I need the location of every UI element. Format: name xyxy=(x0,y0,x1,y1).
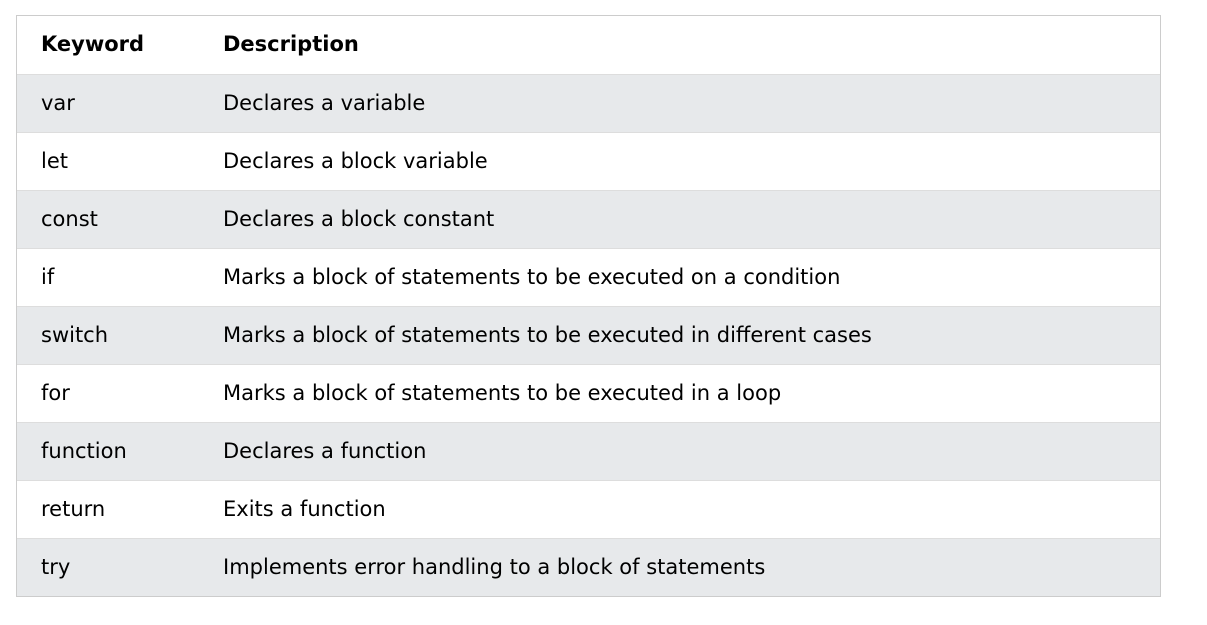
table-row: for Marks a block of statements to be ex… xyxy=(17,364,1160,422)
description-cell: Exits a function xyxy=(199,480,1160,538)
table-row: switch Marks a block of statements to be… xyxy=(17,306,1160,364)
description-cell: Declares a block variable xyxy=(199,132,1160,190)
keyword-cell: function xyxy=(17,422,199,480)
table-body: var Declares a variable let Declares a b… xyxy=(17,74,1160,596)
description-cell: Marks a block of statements to be execut… xyxy=(199,364,1160,422)
keyword-cell: let xyxy=(17,132,199,190)
table-row: try Implements error handling to a block… xyxy=(17,538,1160,596)
keyword-cell: for xyxy=(17,364,199,422)
table-row: function Declares a function xyxy=(17,422,1160,480)
keyword-cell: return xyxy=(17,480,199,538)
table-row: const Declares a block constant xyxy=(17,190,1160,248)
keyword-cell: try xyxy=(17,538,199,596)
column-header-keyword: Keyword xyxy=(17,16,199,74)
description-cell: Implements error handling to a block of … xyxy=(199,538,1160,596)
table-row: let Declares a block variable xyxy=(17,132,1160,190)
keyword-cell: const xyxy=(17,190,199,248)
description-cell: Declares a block constant xyxy=(199,190,1160,248)
column-header-description: Description xyxy=(199,16,1160,74)
table-row: return Exits a function xyxy=(17,480,1160,538)
table-row: var Declares a variable xyxy=(17,74,1160,132)
header-row: Keyword Description xyxy=(17,16,1160,74)
description-cell: Declares a variable xyxy=(199,74,1160,132)
description-cell: Marks a block of statements to be execut… xyxy=(199,248,1160,306)
keyword-table-container: Keyword Description var Declares a varia… xyxy=(16,15,1161,597)
table-row: if Marks a block of statements to be exe… xyxy=(17,248,1160,306)
description-cell: Declares a function xyxy=(199,422,1160,480)
keyword-cell: if xyxy=(17,248,199,306)
keyword-cell: var xyxy=(17,74,199,132)
description-cell: Marks a block of statements to be execut… xyxy=(199,306,1160,364)
keyword-cell: switch xyxy=(17,306,199,364)
table-header: Keyword Description xyxy=(17,16,1160,74)
keyword-table: Keyword Description var Declares a varia… xyxy=(17,16,1160,596)
